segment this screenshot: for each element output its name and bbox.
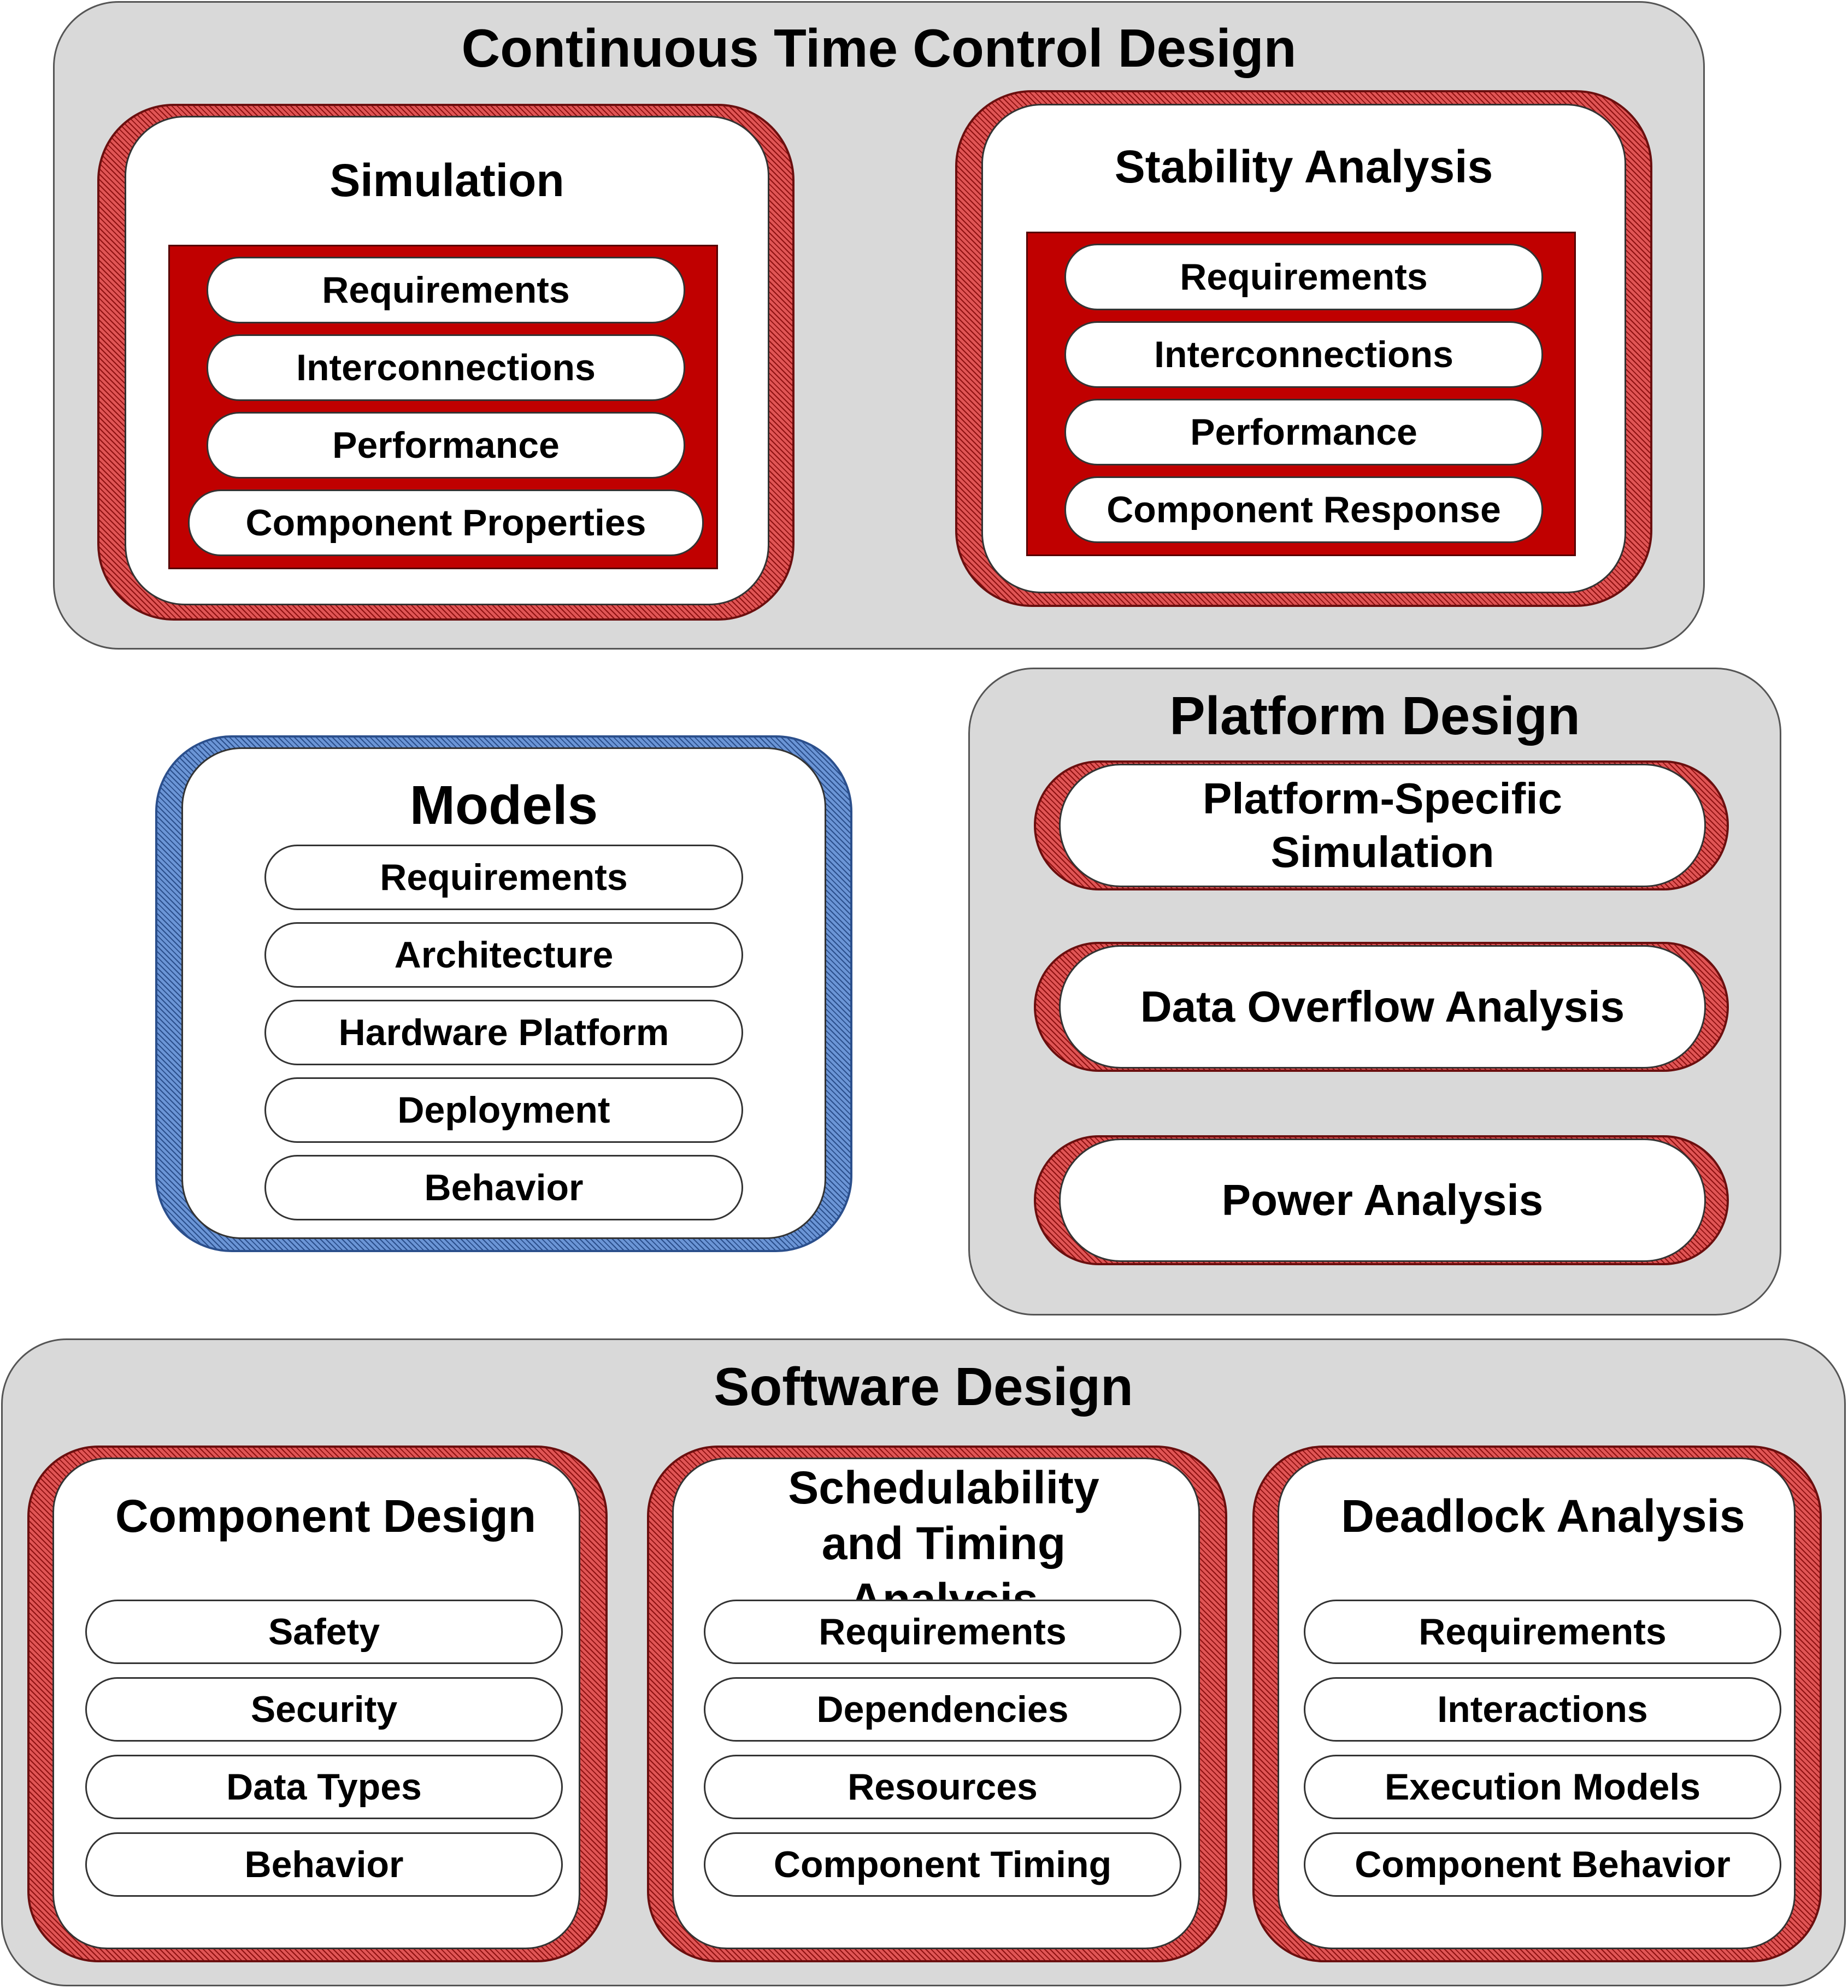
deadlock-item-execution-models: Execution Models	[1304, 1755, 1781, 1819]
models-item-architecture: Architecture	[264, 922, 743, 988]
platform-item-platform-specific-simulation: Platform-Specific Simulation	[1059, 764, 1706, 887]
simulation-title: Simulation	[329, 155, 564, 206]
models-item-requirements: Requirements	[264, 845, 743, 910]
stability-item-performance: Performance	[1064, 399, 1543, 465]
simulation-item-requirements: Requirements	[207, 257, 685, 323]
stability-title: Stability Analysis	[1114, 141, 1493, 192]
component-design-item-data-types: Data Types	[85, 1755, 563, 1819]
component-design-item-security: Security	[85, 1677, 563, 1742]
component-design-item-behavior: Behavior	[85, 1832, 563, 1897]
platform-title: Platform Design	[1169, 686, 1580, 746]
component-design-title: Component Design	[115, 1490, 536, 1542]
stability-item-requirements: Requirements	[1064, 244, 1543, 310]
models-item-deployment: Deployment	[264, 1077, 743, 1143]
deadlock-title: Deadlock Analysis	[1341, 1490, 1745, 1542]
simulation-item-component-properties: Component Properties	[188, 489, 704, 556]
platform-item-power-analysis: Power Analysis	[1059, 1138, 1706, 1262]
simulation-item-performance: Performance	[207, 412, 685, 479]
deadlock-item-requirements: Requirements	[1304, 1600, 1781, 1664]
models-item-behavior: Behavior	[264, 1155, 743, 1220]
software-title: Software Design	[714, 1356, 1133, 1417]
schedulability-item-dependencies: Dependencies	[704, 1677, 1181, 1742]
schedulability-item-component-timing: Component Timing	[704, 1832, 1181, 1897]
stability-item-component-response: Component Response	[1064, 476, 1543, 543]
component-design-item-safety: Safety	[85, 1600, 563, 1664]
deadlock-item-component-behavior: Component Behavior	[1304, 1832, 1781, 1897]
models-item-hardware-platform: Hardware Platform	[264, 1000, 743, 1065]
stability-item-interconnections: Interconnections	[1064, 321, 1543, 388]
models-title: Models	[409, 775, 598, 836]
schedulability-item-resources: Resources	[704, 1755, 1181, 1819]
simulation-item-interconnections: Interconnections	[207, 334, 685, 401]
ctcd-title: Continuous Time Control Design	[461, 18, 1297, 78]
platform-item-1-label: Platform-Specific Simulation	[1203, 774, 1562, 876]
deadlock-item-interactions: Interactions	[1304, 1677, 1781, 1742]
schedulability-item-requirements: Requirements	[704, 1600, 1181, 1664]
platform-item-data-overflow-analysis: Data Overflow Analysis	[1059, 945, 1706, 1069]
